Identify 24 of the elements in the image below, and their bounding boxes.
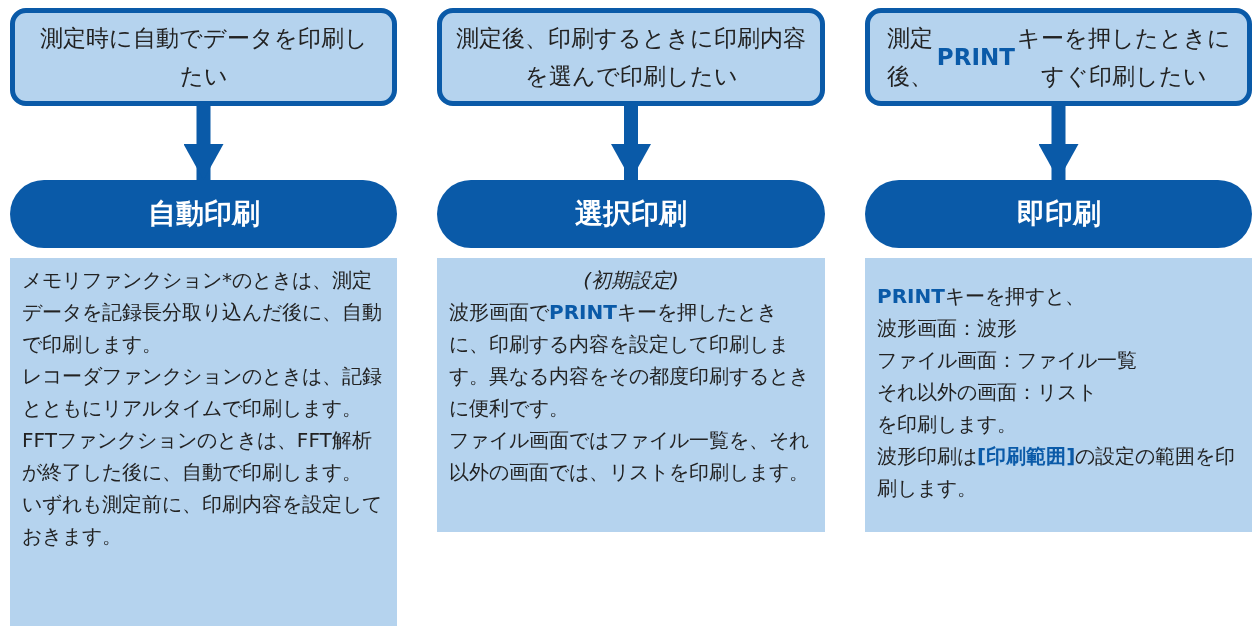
description-text: を印刷します。 <box>877 411 1018 438</box>
description-text: PRINTキーを押すと、 <box>877 283 1086 310</box>
description-text: いずれも測定前に、印刷内容を設定しておきます。 <box>22 491 383 550</box>
description-panel <box>437 258 825 532</box>
description-text: 波形印刷は[印刷範囲]の設定の範囲を印刷します。 <box>877 443 1237 502</box>
description-text: それ以外の画面：リスト <box>877 379 1098 406</box>
requirement-box: 測定後、印刷するときに印刷内容を選んで印刷したい <box>437 8 825 106</box>
print-mode-label: 即印刷 <box>865 180 1252 248</box>
description-panel <box>10 258 397 626</box>
description-text: FFTファンクションのときは、FFT解析が終了した後に、自動で印刷します。 <box>22 427 373 486</box>
requirement-box: 測定時に自動でデータを印刷したい <box>10 8 397 106</box>
print-mode-label: 選択印刷 <box>437 180 825 248</box>
description-panel <box>865 258 1252 532</box>
description-text: レコーダファンクションのときは、記録とともにリアルタイムで印刷します。 <box>22 363 383 422</box>
description-text: ファイル画面ではファイル一覧を、それ以外の画面では、リストを印刷します。 <box>449 427 810 486</box>
arrow <box>611 106 651 180</box>
description-text: ファイル画面：ファイル一覧 <box>877 347 1138 374</box>
arrow <box>183 106 224 180</box>
description-text: 波形画面：波形 <box>877 315 1018 342</box>
print-mode-label: 自動印刷 <box>10 180 397 248</box>
description-text: 波形画面でPRINTキーを押したときに、印刷する内容を設定して印刷します。異なる内容をその都度印刷するときに便利です。 <box>449 299 810 422</box>
arrow <box>1038 106 1079 180</box>
note-text: (初期設定) <box>582 267 680 294</box>
description-text: メモリファンクション*のときは、測定データを記録長分取り込んだ後に、自動で印刷します。 <box>22 267 383 358</box>
